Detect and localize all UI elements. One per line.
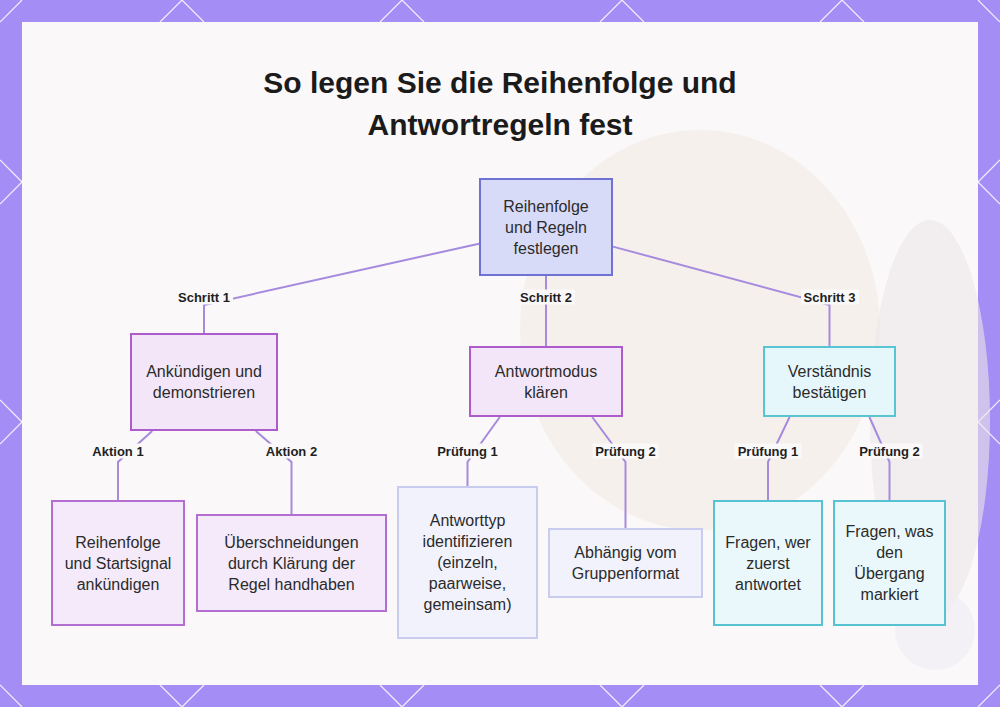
- process-box: Antwortmodus klären: [469, 346, 623, 417]
- edge-label: Aktion 1: [89, 444, 146, 459]
- connector-line: [118, 431, 152, 500]
- box-text: Überschneidungen durch Klärung der Regel…: [206, 532, 377, 595]
- box-text: Fragen, wer zuerst antwortet: [723, 532, 813, 595]
- connector-line: [592, 417, 625, 528]
- connector-line: [869, 417, 889, 500]
- diagram-title: So legen Sie die Reihenfolge und Antwort…: [220, 62, 780, 146]
- edge-label: Prüfung 2: [592, 444, 659, 459]
- process-box: Reihenfolge und Startsignal ankündigen: [51, 500, 185, 626]
- edge-label: Schritt 2: [517, 290, 575, 305]
- connector-line: [613, 247, 830, 346]
- connector-line: [545, 276, 547, 346]
- process-box: Antworttyp identifizieren (einzeln, paar…: [397, 486, 538, 639]
- connector-line: [204, 244, 479, 333]
- process-box: Ankündigen und demonstrieren: [130, 333, 278, 431]
- edge-label: Prüfung 1: [434, 444, 501, 459]
- box-text: Fragen, was den Übergang markiert: [843, 521, 936, 605]
- edge-label: Schritt 1: [175, 290, 233, 305]
- process-box: Fragen, wer zuerst antwortet: [713, 500, 823, 626]
- box-text: Abhängig vom Gruppenformat: [558, 542, 693, 584]
- process-box: Fragen, was den Übergang markiert: [833, 500, 946, 626]
- box-text: Antworttyp identifizieren (einzeln, paar…: [407, 510, 528, 615]
- box-text: Verständnis bestätigen: [773, 361, 886, 403]
- edge-label: Prüfung 1: [735, 444, 802, 459]
- process-box: Überschneidungen durch Klärung der Regel…: [196, 514, 387, 612]
- box-text: Reihenfolge und Startsignal ankündigen: [61, 532, 175, 595]
- process-box: Reihenfolge und Regeln festlegen: [479, 178, 613, 276]
- edge-label: Aktion 2: [263, 444, 320, 459]
- connector-line: [768, 417, 790, 500]
- process-box: Verständnis bestätigen: [763, 346, 896, 417]
- box-text: Reihenfolge und Regeln festlegen: [489, 196, 603, 259]
- process-box: Abhängig vom Gruppenformat: [548, 528, 703, 598]
- edge-label: Schritt 3: [800, 290, 858, 305]
- box-text: Antwortmodus klären: [479, 361, 613, 403]
- edge-label: Prüfung 2: [856, 444, 923, 459]
- box-text: Ankündigen und demonstrieren: [140, 361, 268, 403]
